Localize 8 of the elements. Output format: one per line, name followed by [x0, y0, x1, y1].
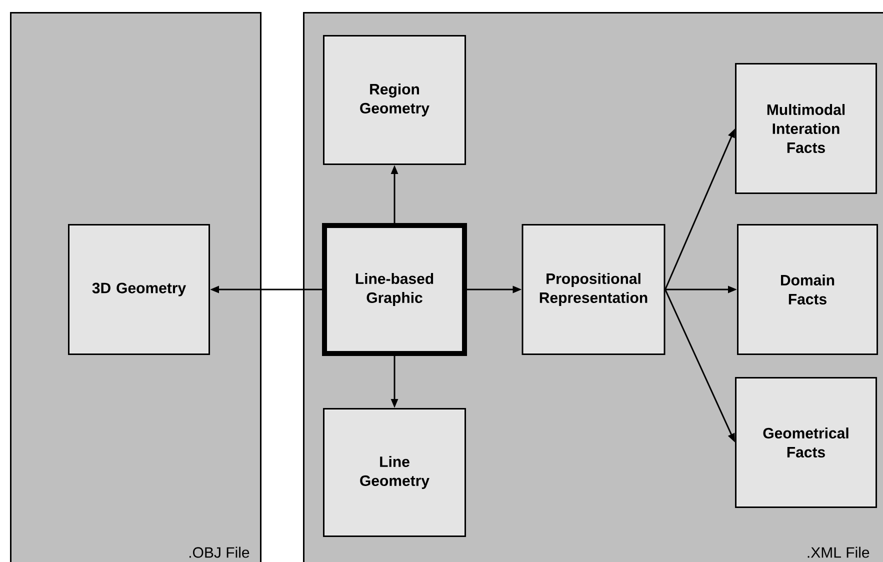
process-box: Propositional Representation [522, 224, 666, 355]
process-box: Geometrical Facts [735, 377, 878, 508]
process-box: Line-based Graphic [322, 223, 467, 356]
process-box: 3D Geometry [68, 224, 210, 355]
process-box: Multimodal Interation Facts [735, 63, 878, 194]
process-box: Line Geometry [323, 408, 466, 537]
process-box: Domain Facts [737, 224, 878, 355]
process-box: Region Geometry [323, 35, 466, 165]
